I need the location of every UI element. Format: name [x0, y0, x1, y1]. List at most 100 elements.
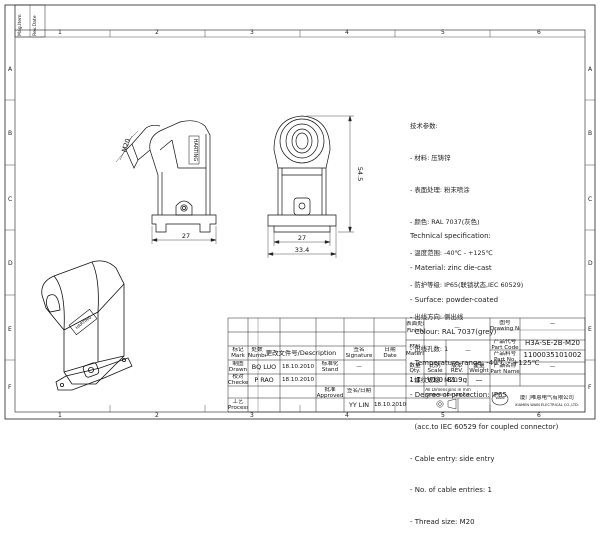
tb-material-value: —: [465, 348, 471, 354]
drawing-sheet: HARTING M20 27: [4, 4, 596, 526]
spec-en-line: - Surface: powder-coated: [410, 295, 499, 304]
front-view: [267, 115, 337, 233]
tb-material-cn: 材料: [409, 344, 421, 350]
spec-cn-line: - 出线方向: 侧出线: [410, 312, 464, 321]
tb-drawn-name: BQ LUO: [251, 364, 277, 371]
corner-label-mag-item: Mag.Item: [18, 14, 23, 36]
zone-right-a: A: [588, 66, 593, 73]
tb-checked-en: Checked: [228, 380, 248, 386]
tb-scale-value: 1:1: [409, 377, 421, 384]
spec-cn-line: - 出线孔数: 1: [410, 344, 449, 353]
spec-cn-line: - 材料: 压铸锌: [410, 153, 451, 162]
drawing-canvas: HARTING M20 27: [4, 4, 596, 420]
spec-cn-line: - 表面处理: 粉末喷涂: [410, 185, 470, 194]
tb-process-en: Process: [228, 405, 248, 411]
tb-drawn-en: Drawn: [228, 367, 248, 373]
tb-checked-name: P RAO: [254, 377, 274, 384]
tb-part-name-cn: 产品名称: [493, 363, 517, 369]
tb-drawing-no-value: —: [549, 321, 556, 327]
dim-overall-width: [267, 226, 337, 258]
title-block-grid: [227, 317, 586, 413]
spec-cn-line: - 温度范围: -40℃ - +125℃: [410, 249, 493, 258]
zone-bottom-5: 5: [441, 412, 445, 419]
zone-bottom-2: 2: [155, 412, 159, 419]
tb-number-en: Number: [248, 353, 266, 359]
zone-top-6: 6: [537, 29, 541, 36]
tb-standard-cn: 标准化: [321, 361, 339, 367]
tb-mark-en: Mark: [231, 353, 245, 359]
zone-right-c: C: [588, 196, 593, 203]
zone-right-b: B: [588, 130, 593, 137]
tb-qty-en: Qty.: [409, 368, 421, 374]
zone-right-f: F: [588, 384, 592, 391]
side-label-lettering: HARTING: [192, 139, 198, 162]
tb-finish-value: —: [454, 325, 460, 331]
spec-en-line: - Thread size: M20: [410, 518, 475, 527]
spec-cn-block: 技术参数: - 材料: 压铸锌 - 表面处理: 粉末喷涂 - 颜色: RAL 7…: [410, 100, 523, 397]
tb-date-en: Date: [383, 353, 397, 359]
side-view: [125, 120, 217, 233]
tb-weight-en: Weight: [469, 368, 489, 374]
tb-part-name-value: —: [549, 364, 556, 370]
tb-part-name-en: Part Name: [490, 369, 520, 375]
tb-part-no-en: Part No.: [493, 357, 517, 363]
tb-standard-value: —: [356, 364, 362, 370]
dim-side-width-label: 27: [182, 232, 190, 240]
zone-bottom-3: 3: [250, 412, 254, 419]
tb-finish-en: Finish: [407, 328, 423, 334]
spec-en-title: Technical specification:: [410, 232, 491, 241]
tb-drawn-date: 18.10.2010: [281, 364, 315, 370]
tb-drawing-no-cn: 图号: [499, 320, 511, 326]
tb-scale-cn: 比例: [429, 363, 441, 369]
zone-left-f: F: [8, 384, 12, 391]
zone-top-4: 4: [345, 29, 349, 36]
spec-en-line: - Degree of protection: IP65: [410, 391, 507, 400]
outer-frame: [4, 4, 596, 420]
tb-scale-en: Scale: [427, 368, 443, 374]
tb-qty-value: —: [475, 377, 483, 384]
tb-finish-cn: 表面处理: [406, 321, 424, 327]
zone-right-e: E: [588, 326, 592, 333]
dim-front-width: [273, 232, 331, 246]
zone-bottom-1: 1: [58, 412, 62, 419]
zone-top-5: 5: [441, 29, 445, 36]
tb-number-cn: 处数: [251, 347, 263, 353]
tb-process-cn: 工艺: [232, 399, 244, 405]
zone-top-2: 2: [155, 29, 159, 36]
spec-en-line: - Colour: RAL 7037(grey): [410, 327, 497, 336]
tb-approved-en: Approved: [316, 393, 344, 399]
tb-approved-cn: 批准: [324, 387, 336, 393]
tb-version-cn: 版本: [451, 363, 463, 369]
tb-mark-cn: 标记: [232, 347, 244, 353]
projection-symbol-icon: [436, 398, 457, 410]
tb-drawn-cn: 制图: [232, 361, 244, 367]
dim-thread: [115, 130, 139, 163]
tb-logo-text: WAIN: [495, 396, 505, 400]
zone-bottom-6: 6: [537, 412, 541, 419]
zone-left-d: D: [8, 260, 13, 267]
tb-signature-en: Signature: [345, 353, 373, 359]
tb-weight-cn: 重量: [473, 363, 485, 369]
tb-part-code-value: H3A-SE-2B-M20: [525, 340, 580, 347]
tb-change-doc-label: 更改文件号/Description: [265, 350, 337, 357]
tb-checked-date: 18.10.2010: [281, 377, 315, 383]
tb-part-no-value: 1100035101002: [523, 352, 582, 359]
dim-height-label: 54.5: [356, 167, 364, 181]
spec-cn-line: - 防护等级: IP65(联锁状态,IEC 60529): [410, 281, 524, 290]
iso-label-lettering: HARTING: [74, 315, 92, 331]
tb-material-en: Material: [406, 351, 424, 357]
spec-en-line: - Material: zinc die-cast: [410, 263, 492, 272]
spec-en-line: - Cable entry: side entry: [410, 454, 495, 463]
isometric-view: [41, 260, 133, 391]
dim-front-width-label: 27: [298, 234, 306, 242]
tb-weight-value: 81.9g: [446, 377, 468, 384]
tb-signature-cn: 签名: [353, 347, 365, 353]
tb-sign-date-label: 签名/日期: [346, 388, 372, 394]
spec-en-line: - No. of cable entries: 1: [410, 486, 492, 495]
tb-checked-cn: 校对: [232, 374, 244, 380]
tb-dims-note-2: Original Size DIN A 4: [426, 393, 470, 397]
tb-approved-date: 18.10.2010: [374, 402, 406, 408]
zone-top-1: 1: [58, 29, 62, 36]
tb-standard-en: Stand: [321, 367, 339, 373]
tb-company-en: XIAMEN WAIN ELECTRICAL CO.,LTD.: [515, 403, 579, 407]
